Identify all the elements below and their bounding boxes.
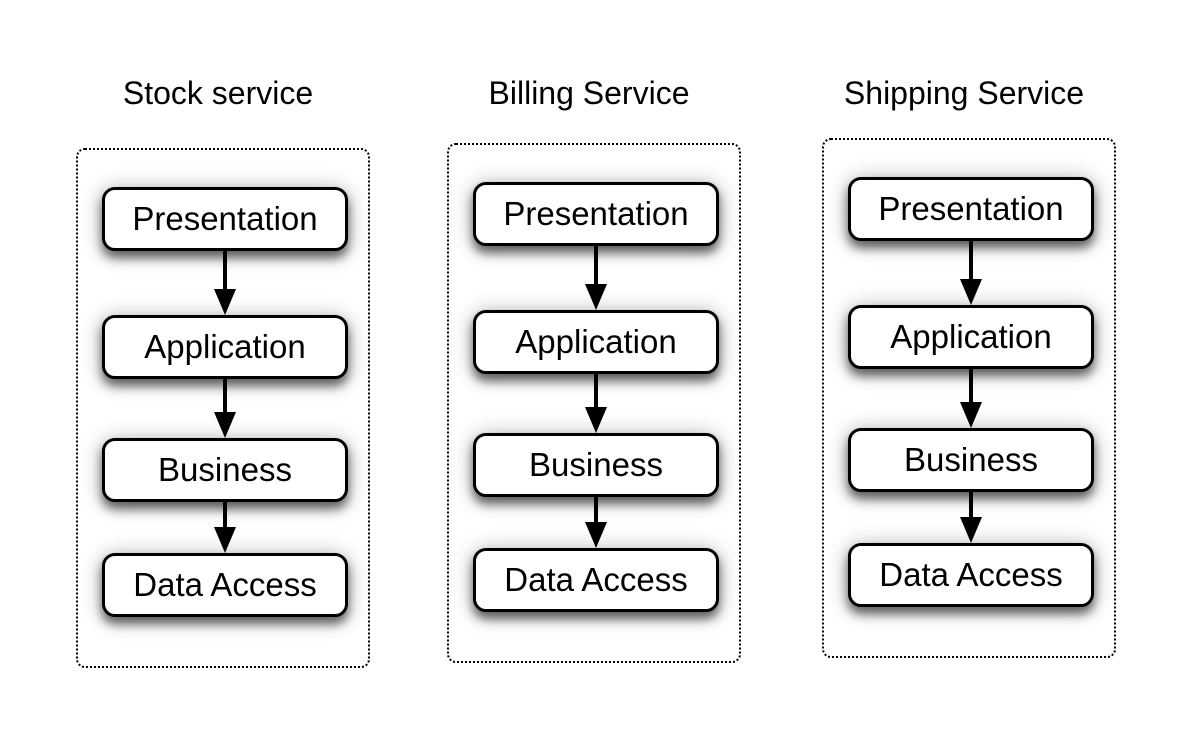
arrow-head [585,284,607,310]
down-arrow-icon [958,492,984,543]
layer-box-application: Application [102,315,348,379]
service-boundary-billing: Presentation Application Business Data [447,143,741,663]
down-arrow-icon [212,502,238,553]
down-arrow-icon [212,251,238,315]
arrow-shaft [594,246,598,286]
layer-label: Data Access [133,565,317,603]
down-arrow-icon [958,241,984,305]
layer-box-business: Business [102,438,348,502]
layer-box-business: Business [473,433,719,497]
down-arrow-icon [212,379,238,438]
arrow-shaft [223,502,227,529]
arrow-head [960,517,982,543]
layer-label: Data Access [504,560,688,598]
layer-label: Application [515,322,677,360]
down-arrow-icon [958,369,984,428]
layer-box-business: Business [848,428,1094,492]
arrow-head [214,289,236,315]
arrow-head [960,279,982,305]
layer-label: Data Access [879,555,1063,593]
down-arrow-icon [583,246,609,310]
layer-label: Presentation [503,194,689,232]
layer-label: Application [144,327,306,365]
down-arrow-icon [583,374,609,433]
service-column-billing: Billing Service Presentation Application… [447,70,747,680]
arrow-shaft [223,251,227,291]
layer-box-application: Application [848,305,1094,369]
arrow-shaft [594,497,598,524]
layer-label: Presentation [878,189,1064,227]
layer-label: Application [890,317,1052,355]
arrow-shaft [969,492,973,519]
layer-box-presentation: Presentation [848,177,1094,241]
service-title-stock: Stock service [122,75,314,111]
service-boundary-shipping: Presentation Application Business Data [822,138,1116,658]
arrow-shaft [969,369,973,404]
service-boundary-stock: Presentation Application Business Data [76,148,370,668]
service-title-shipping: Shipping Service [843,75,1085,111]
arrow-head [214,412,236,438]
layer-label: Business [529,445,663,483]
layer-box-data-access: Data Access [473,548,719,612]
layer-label: Presentation [132,199,318,237]
layer-box-data-access: Data Access [848,543,1094,607]
arrow-shaft [223,379,227,414]
layer-box-data-access: Data Access [102,553,348,617]
down-arrow-icon [583,497,609,548]
layer-box-presentation: Presentation [473,182,719,246]
arrow-shaft [969,241,973,281]
layer-box-presentation: Presentation [102,187,348,251]
arrow-shaft [594,374,598,409]
layer-box-application: Application [473,310,719,374]
arrow-head [585,522,607,548]
arrow-head [960,402,982,428]
service-column-stock: Stock service Presentation Application B… [76,75,376,685]
arrow-head [585,407,607,433]
arrow-head [214,527,236,553]
service-title-billing: Billing Service [488,75,690,111]
service-column-shipping: Shipping Service Presentation Applicatio… [822,65,1122,675]
layer-label: Business [158,450,292,488]
layer-label: Business [904,440,1038,478]
